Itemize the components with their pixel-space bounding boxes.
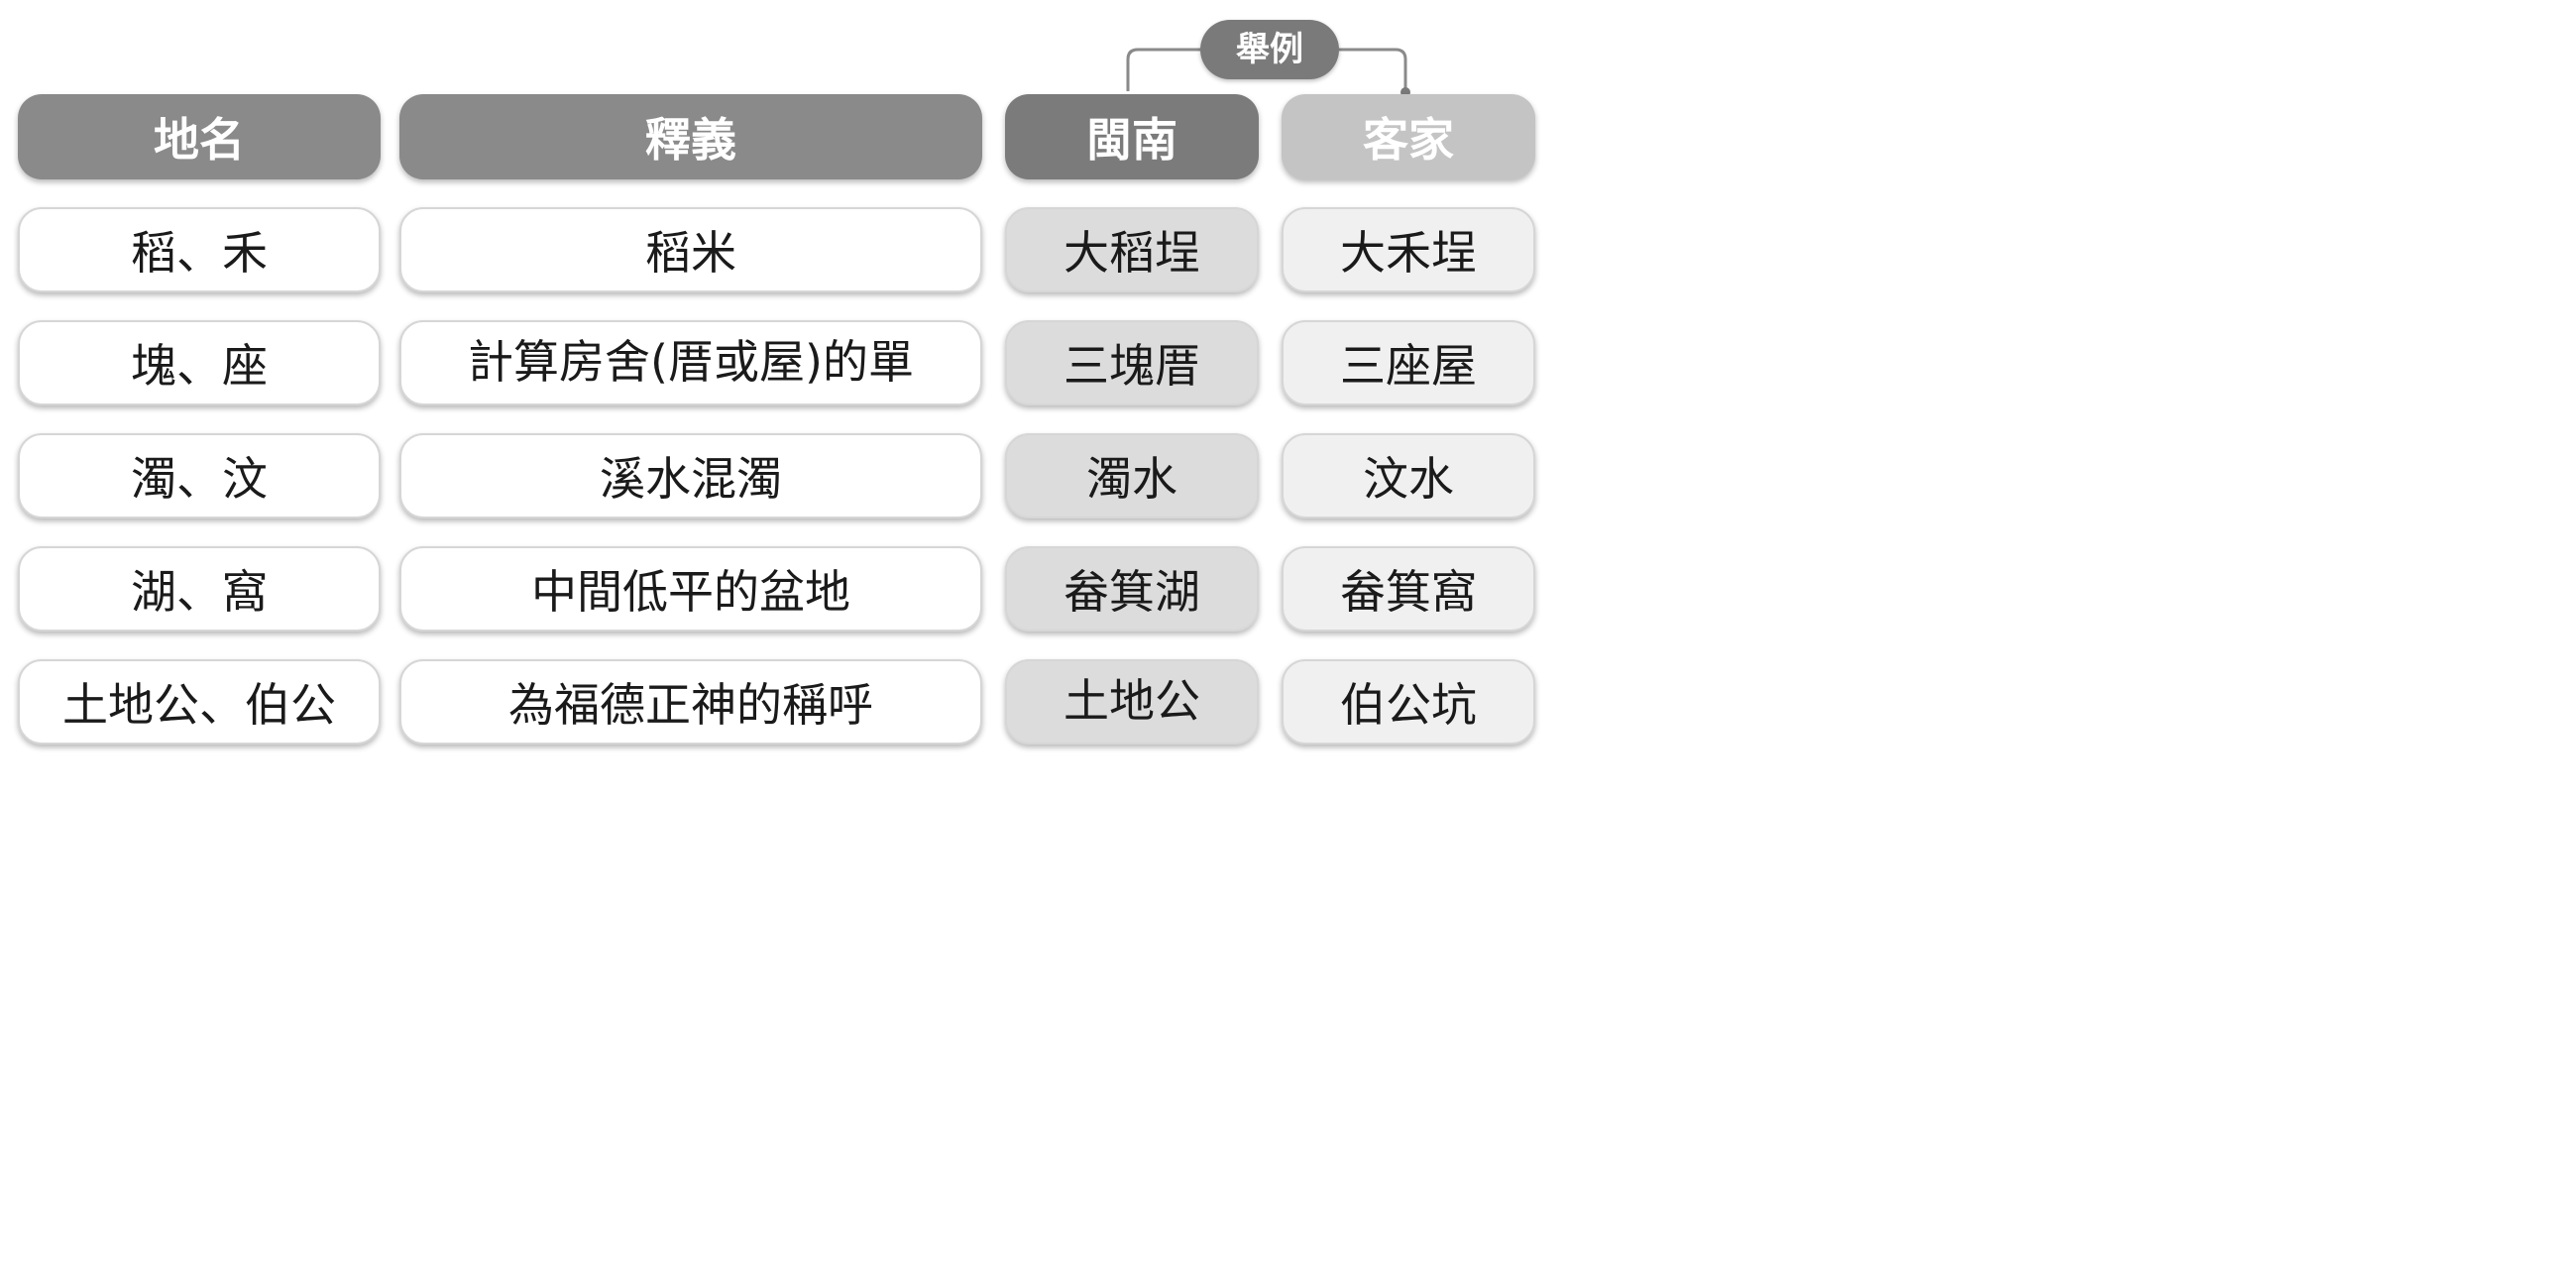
hakka-example-cell: 大禾埕 xyxy=(1282,207,1535,292)
header-place-name: 地名 xyxy=(18,94,381,179)
hakka-example-cell: 畚箕窩 xyxy=(1282,546,1535,632)
meaning-cell: 溪水混濁 xyxy=(399,433,982,518)
header-minnan: 閩南 xyxy=(1005,94,1259,179)
meaning-cell: 為福德正神的稱呼 xyxy=(399,659,982,745)
meaning-cell: 計算房舍(厝或屋)的單 xyxy=(399,320,982,405)
meaning-cell: 稻米 xyxy=(399,207,982,292)
minnan-example-cell: 土地公 xyxy=(1005,659,1259,745)
header-meaning: 釋義 xyxy=(399,94,982,179)
minnan-example-cell: 三塊厝 xyxy=(1005,320,1259,405)
hakka-example-cell: 伯公坑 xyxy=(1282,659,1535,745)
place-name-cell: 濁、汶 xyxy=(18,433,381,518)
hakka-example-cell: 汶水 xyxy=(1282,433,1535,518)
place-name-cell: 土地公、伯公 xyxy=(18,659,381,745)
meaning-cell: 中間低平的盆地 xyxy=(399,546,982,632)
minnan-example-cell: 畚箕湖 xyxy=(1005,546,1259,632)
header-hakka: 客家 xyxy=(1282,94,1535,179)
minnan-example-cell: 濁水 xyxy=(1005,433,1259,518)
minnan-example-cell: 大稻埕 xyxy=(1005,207,1259,292)
place-name-cell: 稻、禾 xyxy=(18,207,381,292)
example-bracket-label: 舉例 xyxy=(1200,20,1339,79)
place-name-cell: 湖、窩 xyxy=(18,546,381,632)
hakka-example-cell: 三座屋 xyxy=(1282,320,1535,405)
place-name-cell: 塊、座 xyxy=(18,320,381,405)
